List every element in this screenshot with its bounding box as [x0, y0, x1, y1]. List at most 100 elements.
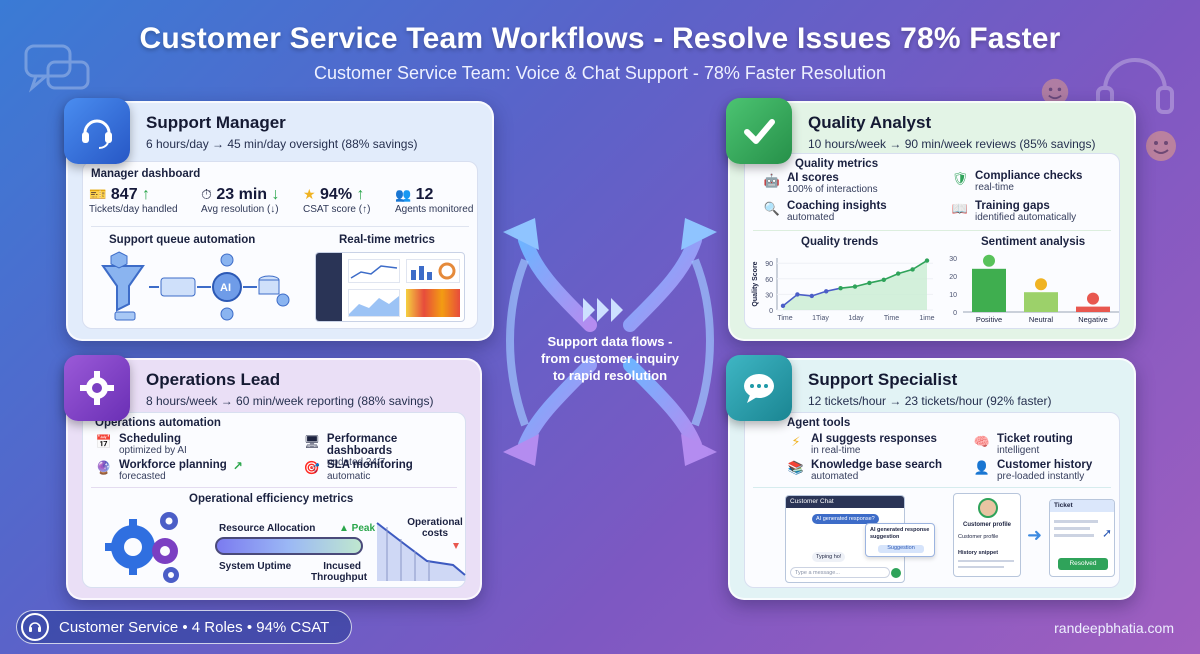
resource-label: Resource Allocation: [219, 523, 316, 534]
section-title: Quality metrics: [795, 158, 879, 170]
ai-generated-bubble: AI generated response?: [812, 514, 879, 524]
y-tick-label: 90: [765, 261, 773, 268]
card-savings: 8 hours/week → 60 min/week reporting (88…: [146, 394, 434, 408]
sentiment-face-icon: [983, 254, 995, 267]
trend-point: [924, 258, 930, 263]
section-title: Operations automation: [95, 417, 221, 429]
trend-point: [896, 271, 901, 276]
target-icon: 🎯: [303, 460, 321, 475]
trend-point: [852, 284, 858, 289]
smiley-icon: [1040, 68, 1070, 118]
arrow-right-icon: ➜: [1027, 525, 1043, 545]
sentiment-bar: [1024, 292, 1058, 312]
metrics-title: Real-time metrics: [339, 234, 435, 246]
smiley-icon: [1144, 124, 1178, 174]
y-axis-label: Quality Score: [752, 261, 759, 306]
star-icon: ★: [303, 186, 316, 202]
trend-point: [881, 277, 886, 283]
chat-bubble-icon: [22, 40, 92, 111]
card-savings: 6 hours/day → 45 min/day oversight (88% …: [146, 137, 418, 151]
brain-icon: 🧠: [973, 434, 991, 449]
y-tick-label: 0: [769, 308, 773, 315]
timer-icon: ⏱: [201, 186, 212, 202]
chat-icon: [726, 355, 792, 421]
y-tick-label: 0: [953, 310, 957, 317]
robot-icon: 🤖: [763, 173, 781, 188]
metrics-title: Operational efficiency metrics: [189, 493, 354, 505]
sentiment-face-icon: [1087, 292, 1099, 305]
sentiment-title: Sentiment analysis: [981, 236, 1086, 248]
typing-bubble: Typing ho!: [812, 552, 846, 562]
message-input[interactable]: Type a message...: [790, 567, 890, 578]
queue-automation-diagram: AI: [101, 251, 290, 321]
footer-summary-pill: Customer Service • 4 Roles • 94% CSAT: [16, 610, 352, 644]
support-manager-card: Support Manager 6 hours/day → 45 min/day…: [66, 101, 494, 341]
ai-suggestion-popup: AI generated response suggestion Suggest…: [865, 523, 935, 557]
stat-tickets: 🎫 847 ↑ Tickets/day handled: [89, 186, 178, 215]
card-savings: 12 tickets/hour → 23 tickets/hour (92% f…: [808, 394, 1052, 408]
page-title: Customer Service Team Workflows - Resolv…: [139, 22, 1061, 55]
avatar: [978, 498, 998, 518]
suggestion-button[interactable]: Suggestion: [878, 545, 924, 553]
globe-icon: 🔮: [95, 460, 113, 475]
sentiment-bar: [972, 268, 1006, 312]
people-icon: 👥: [395, 187, 412, 202]
ticket-icon: 🎫: [89, 186, 107, 202]
y-tick-label: 30: [949, 256, 957, 263]
trends-title: Quality trends: [801, 236, 879, 248]
quality-analyst-card: Quality Analyst 10 hours/week → 90 min/w…: [728, 101, 1136, 341]
support-specialist-card: Support Specialist 12 tickets/hour → 23 …: [728, 358, 1136, 600]
y-tick-label: 20: [949, 274, 957, 281]
trend-point: [867, 280, 872, 286]
card-title: Operations Lead: [146, 370, 281, 389]
gear-icon: [64, 355, 130, 421]
page-subtitle: Customer Service Team: Voice & Chat Supp…: [314, 63, 886, 83]
cursor-icon: ➚: [1101, 526, 1112, 540]
peak-label: ▲ Peak: [339, 523, 376, 534]
uptime-label: System Uptime: [219, 561, 292, 572]
x-tick-label: 1ime: [919, 315, 934, 322]
card-title: Support Manager: [146, 113, 286, 132]
customer-profile-card: Customer profile Customer profile Histor…: [953, 493, 1021, 577]
queue-title: Support queue automation: [109, 234, 256, 246]
chat-title: Customer Chat: [786, 496, 904, 508]
dashboard-title: Manager dashboard: [91, 168, 201, 180]
trend-point: [824, 289, 829, 294]
ai-label: AI: [220, 282, 231, 294]
resolved-button[interactable]: Resolved: [1058, 558, 1108, 570]
manager-dashboard: Manager dashboard 🎫 847 ↑ Tickets/day ha…: [82, 161, 478, 329]
user-clock-icon: 👤: [973, 460, 991, 475]
books-icon: 📚: [787, 460, 805, 475]
trend-point: [795, 292, 800, 297]
section-title: Agent tools: [787, 417, 851, 429]
headset-icon: [21, 613, 49, 641]
card-title: Quality Analyst: [808, 113, 932, 132]
sentiment-face-icon: [1035, 278, 1047, 291]
x-tick-label: 1Tiay: [812, 315, 829, 322]
stat-csat: ★ 94% ↑ CSAT score (↑): [303, 186, 371, 215]
shield-icon: 🛡: [951, 171, 969, 186]
send-icon[interactable]: [891, 568, 901, 578]
card-savings: 10 hours/week → 90 min/week reviews (85%…: [808, 137, 1096, 151]
calendar-icon: 📅: [95, 434, 113, 449]
monitor-icon: 🖥: [303, 434, 321, 449]
trend-point: [910, 267, 915, 272]
card-title: Support Specialist: [808, 370, 958, 389]
metrics-dashboard-thumbnail: [315, 252, 465, 322]
trend-up-icon: ↗: [232, 459, 243, 473]
gears-icon: [105, 512, 179, 583]
